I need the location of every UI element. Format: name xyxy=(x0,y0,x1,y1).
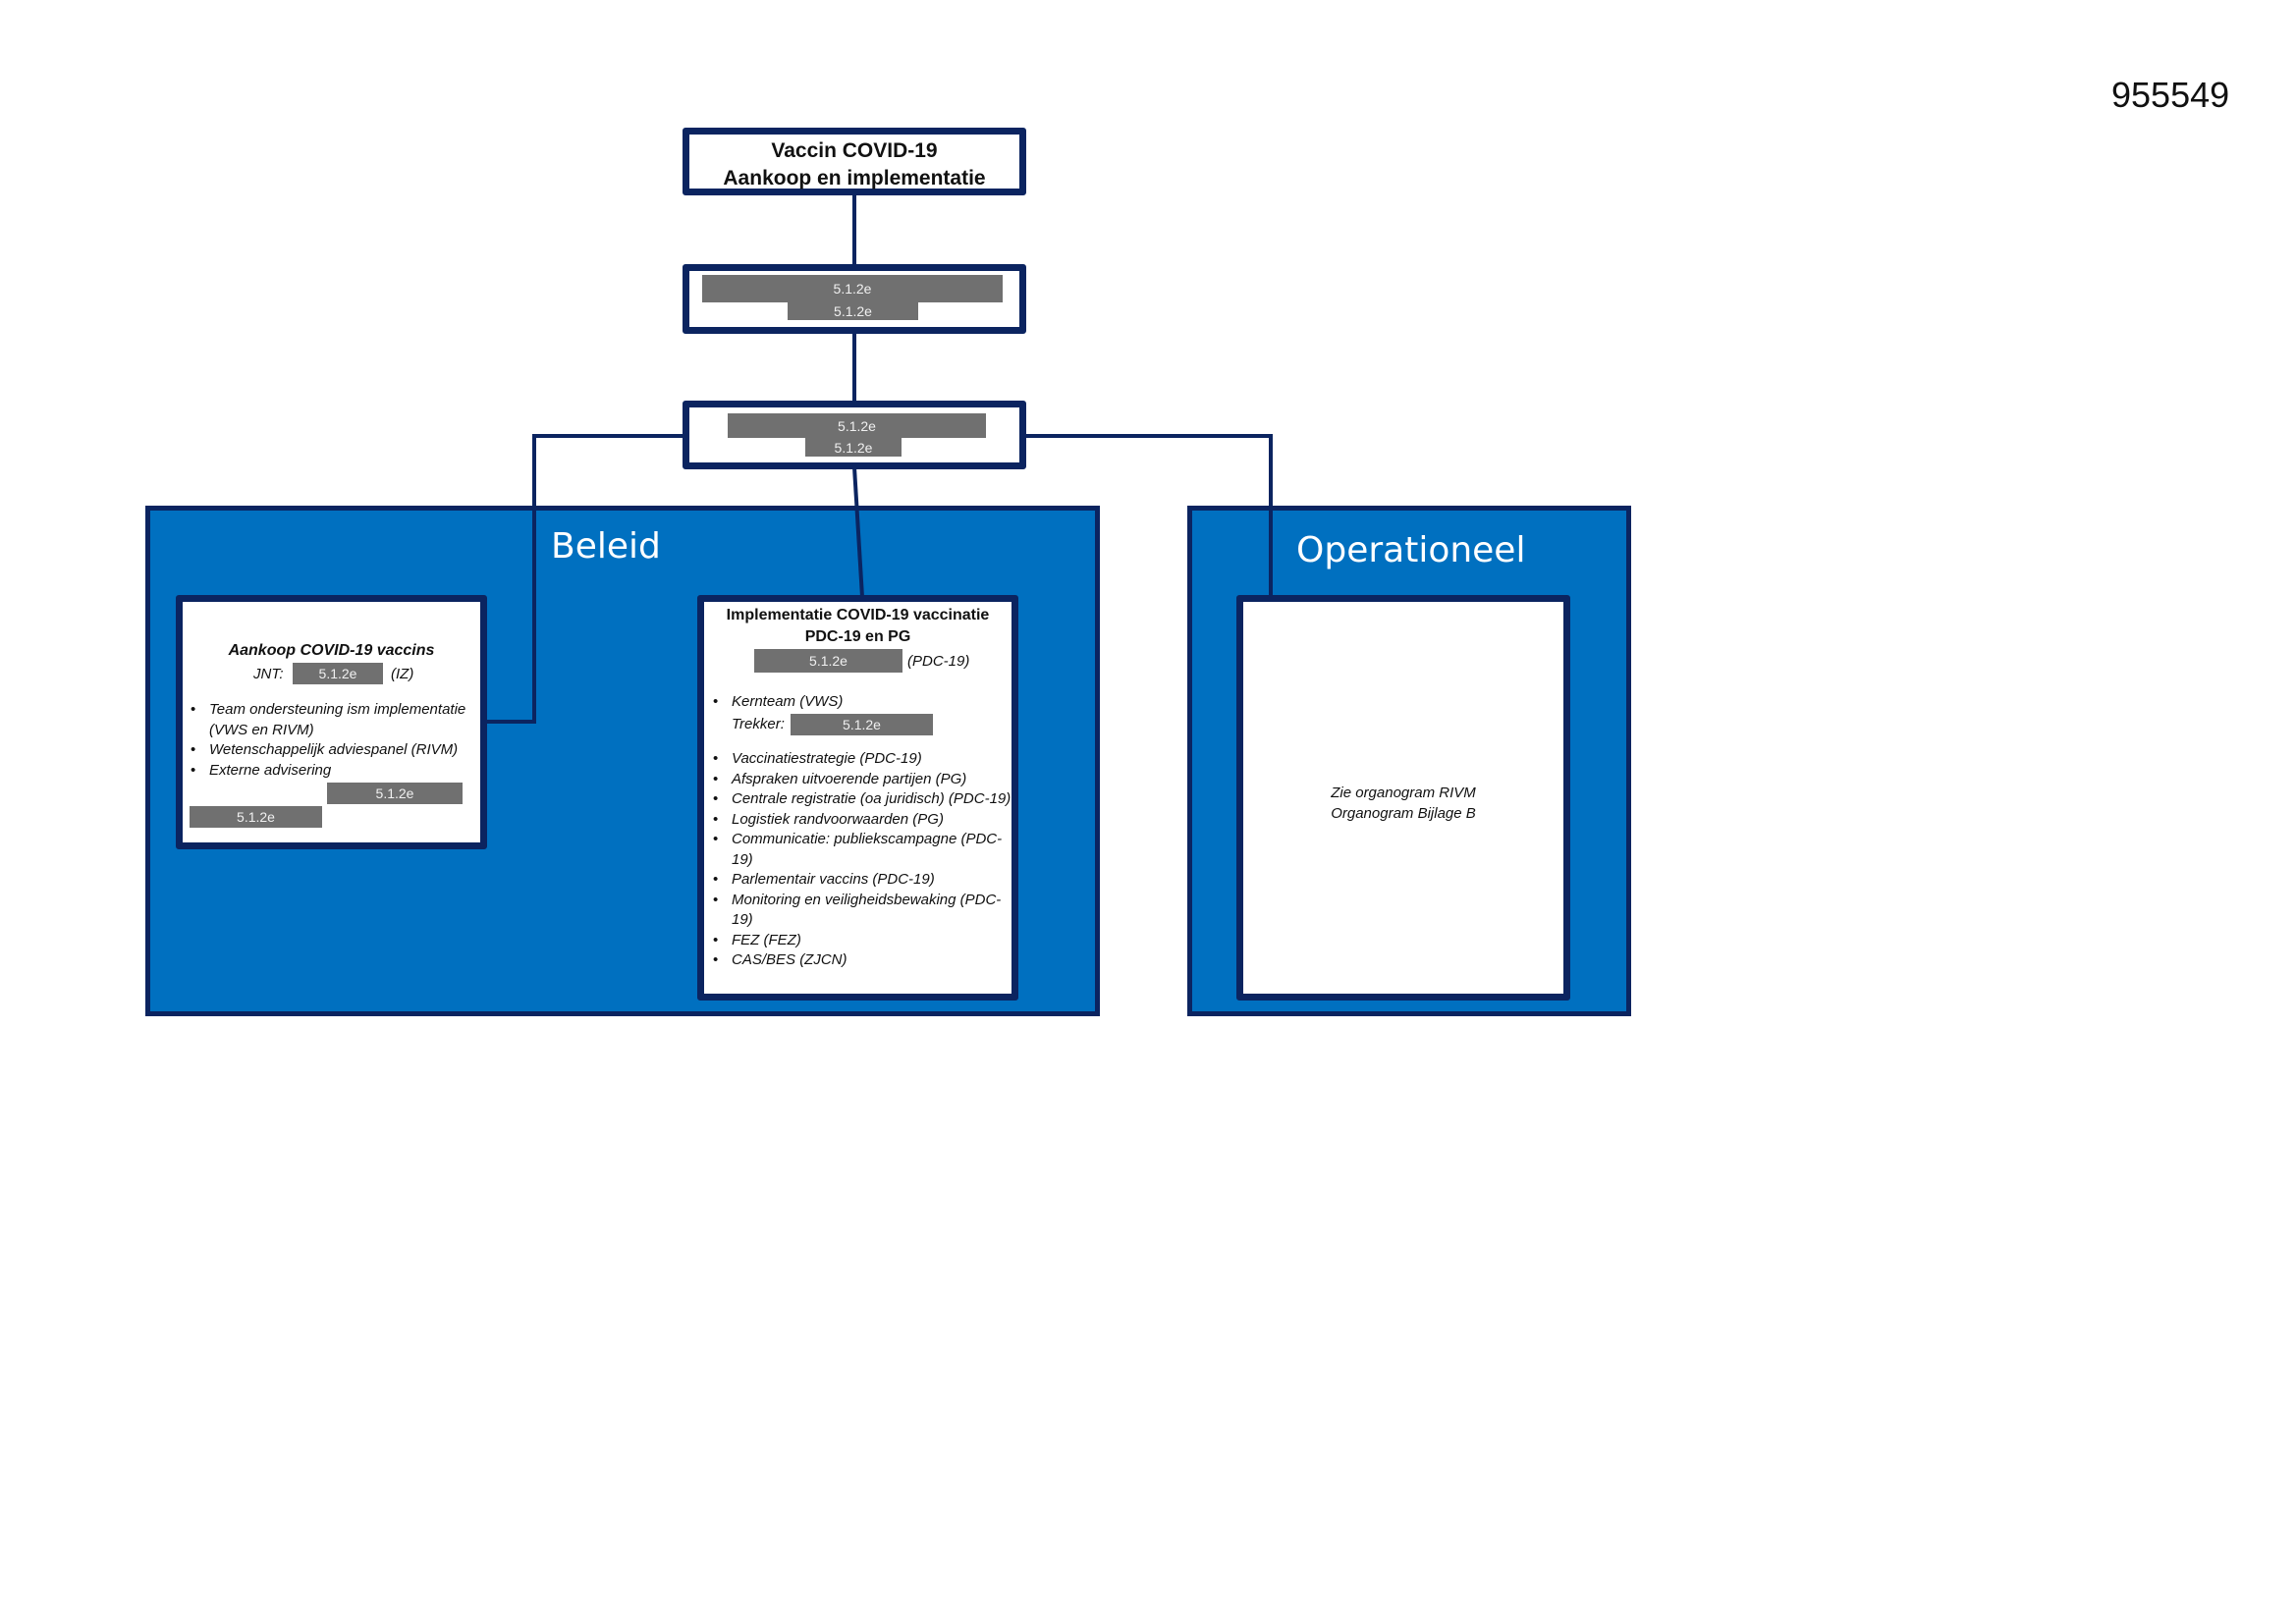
connector-left xyxy=(485,434,684,724)
top-box-line2: Aankoop en implementatie xyxy=(723,167,986,189)
top-box: Vaccin COVID-19 Aankoop en implementatie xyxy=(683,128,1026,195)
list-item: •Parlementair vaccins (PDC-19) xyxy=(713,871,935,888)
operationeel-label: Operationeel xyxy=(1296,530,1526,570)
list-item: •Afspraken uitvoerende partijen (PG) xyxy=(713,770,967,787)
operationeel-box: Zie organogram RIVM Organogram Bijlage B xyxy=(1236,595,1570,1001)
kernteam-list: •Kernteam (VWS) xyxy=(713,692,1016,713)
list-item: •Logistiek randvoorwaarden (PG) xyxy=(713,810,944,828)
redaction: 5.1.2e xyxy=(728,413,986,438)
list-item: •CAS/BES (ZJCN) xyxy=(713,951,847,968)
jnt-label: JNT: xyxy=(253,666,284,682)
document-number: 955549 xyxy=(2111,75,2230,115)
redaction: 5.1.2e xyxy=(788,302,918,320)
lead-suffix: (PDC-19) xyxy=(907,653,970,670)
redaction: 5.1.2e xyxy=(791,714,933,735)
manager-box-2: 5.1.2e 5.1.2e xyxy=(683,401,1026,469)
list-item: •Externe advisering xyxy=(191,761,332,779)
redaction: 5.1.2e xyxy=(190,806,322,828)
aankoop-title: Aankoop COVID-19 vaccins xyxy=(228,642,435,659)
list-item: •Vaccinatiestrategie (PDC-19) xyxy=(713,750,922,767)
list-item: •Team ondersteuning ism implementatie (V… xyxy=(191,701,466,738)
aankoop-list: •Team ondersteuning ism implementatie (V… xyxy=(191,700,482,781)
connector-center xyxy=(852,466,864,598)
list-item: •Kernteam (VWS) xyxy=(713,693,844,710)
aankoop-box: Aankoop COVID-19 vaccins JNT: 5.1.2e (IZ… xyxy=(176,595,487,849)
operationeel-line1: Zie organogram RIVM xyxy=(1331,785,1476,801)
beleid-label: Beleid xyxy=(551,526,661,567)
list-item: •Monitoring en veiligheidsbewaking (PDC-… xyxy=(713,891,1002,929)
implementatie-box: Implementatie COVID-19 vaccinatie PDC-19… xyxy=(697,595,1018,1001)
redaction: 5.1.2e xyxy=(754,649,902,673)
manager-box-1: 5.1.2e 5.1.2e xyxy=(683,264,1026,334)
implementatie-title-2: PDC-19 en PG xyxy=(804,628,911,645)
operationeel-line2: Organogram Bijlage B xyxy=(1331,805,1476,822)
list-item: •FEZ (FEZ) xyxy=(713,931,801,948)
redaction: 5.1.2e xyxy=(702,275,1003,302)
list-item: •Wetenschappelijk adviespanel (RIVM) xyxy=(191,741,459,758)
connector-right xyxy=(1024,434,1273,597)
jnt-suffix: (IZ) xyxy=(391,666,414,682)
top-box-line1: Vaccin COVID-19 xyxy=(771,139,938,162)
redaction: 5.1.2e xyxy=(327,783,463,804)
aankoop-list-wrap: •Team ondersteuning ism implementatie (V… xyxy=(190,700,482,828)
implementatie-title-1: Implementatie COVID-19 vaccinatie xyxy=(726,607,990,623)
list-item: •Centrale registratie (oa juridisch) (PD… xyxy=(713,790,1011,807)
trekker-label: Trekker: xyxy=(732,716,785,732)
list-item: •Communicatie: publiekscampagne (PDC-19) xyxy=(713,831,1003,868)
redaction: 5.1.2e xyxy=(805,438,902,457)
redaction: 5.1.2e xyxy=(293,663,383,684)
implementatie-list: •Vaccinatiestrategie (PDC-19) •Afspraken… xyxy=(713,749,1016,971)
